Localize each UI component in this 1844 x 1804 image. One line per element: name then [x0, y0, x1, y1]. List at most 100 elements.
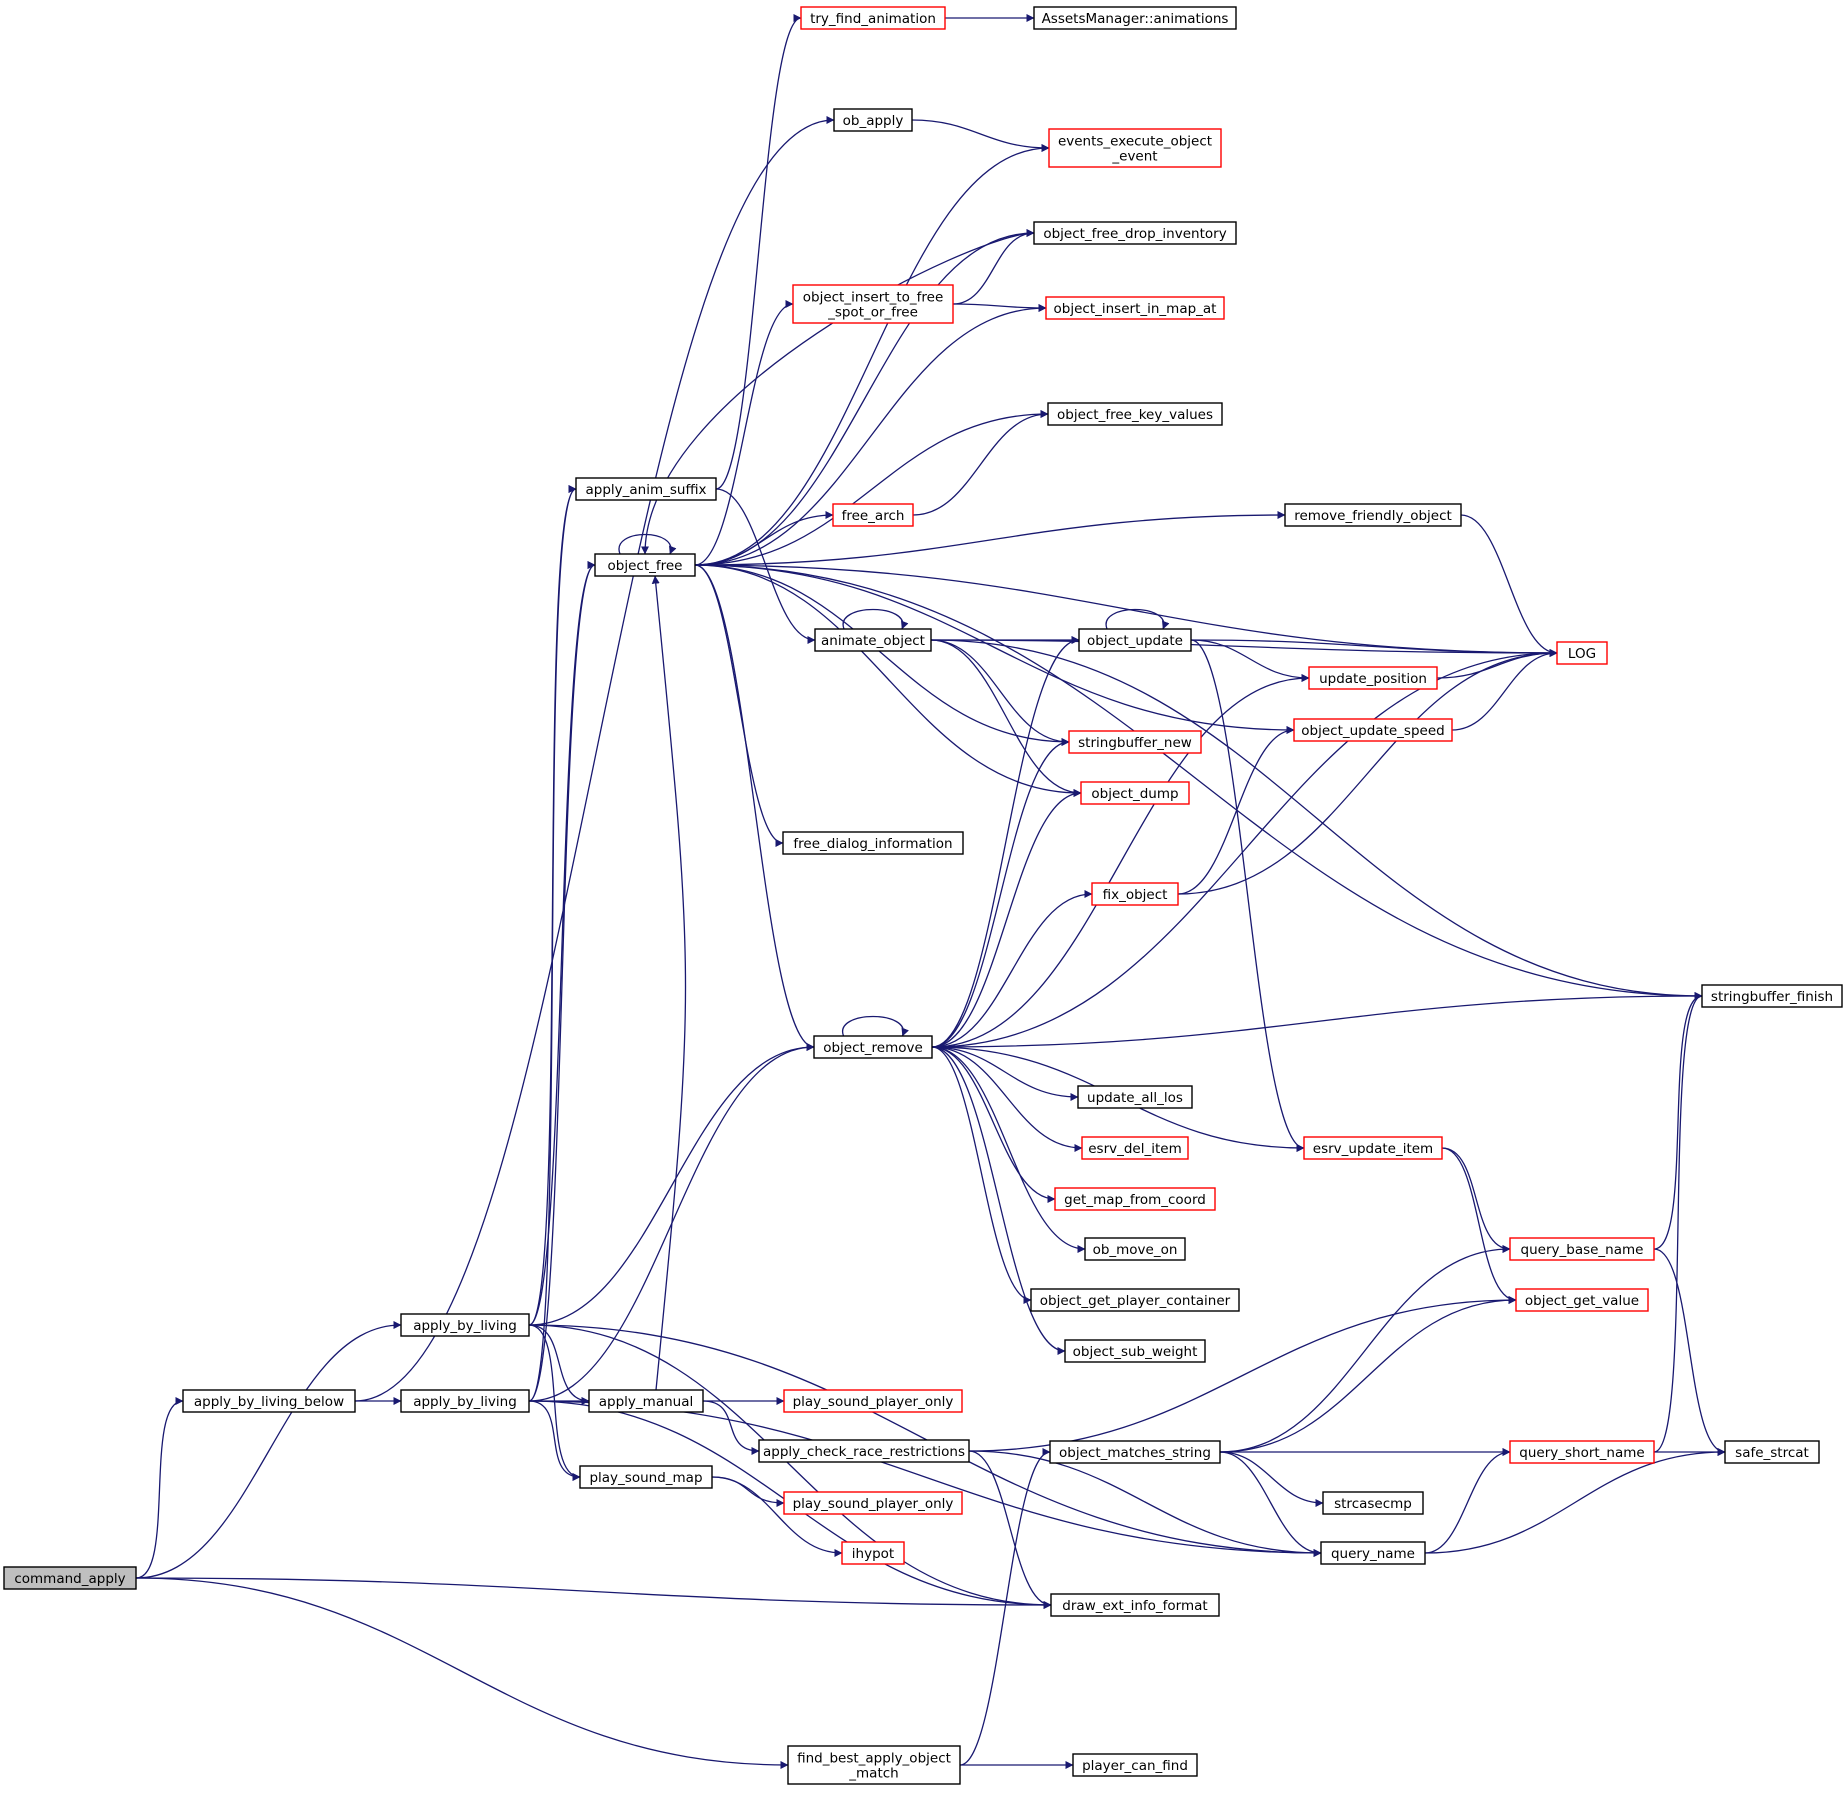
call-edge-path — [952, 229, 1035, 305]
node-object-update[interactable]: object_update — [1078, 628, 1192, 652]
node-animate-object[interactable]: animate_object — [814, 628, 932, 652]
node-ob-apply[interactable]: ob_apply — [833, 108, 913, 132]
node-player-can-find[interactable]: player_can_find — [1072, 1753, 1198, 1777]
node-query-base-name[interactable]: query_base_name — [1509, 1237, 1655, 1261]
node-label: object_update_speed — [1301, 723, 1444, 739]
node-object-matches-string[interactable]: object_matches_string — [1049, 1440, 1221, 1464]
node-safe-strcat[interactable]: safe_strcat — [1724, 1440, 1820, 1464]
node-query-short-name[interactable]: query_short_name — [1509, 1440, 1655, 1464]
node-label: object_matches_string — [1059, 1445, 1211, 1461]
node-label: object_free_key_values — [1057, 407, 1213, 423]
node-object-update-speed[interactable]: object_update_speed — [1293, 718, 1453, 742]
call-edge — [931, 738, 1070, 1048]
call-edge-path — [931, 1046, 1032, 1304]
call-edge — [1653, 992, 1703, 1250]
call-edge-path — [968, 1450, 1322, 1557]
call-edge — [135, 1321, 402, 1579]
node-play-sound-player-only-a[interactable]: play_sound_player_only — [783, 1389, 963, 1413]
call-edge-path — [931, 738, 1070, 1048]
call-edge — [1460, 514, 1558, 657]
call-edge — [931, 1046, 1032, 1304]
node-fix-object[interactable]: fix_object — [1091, 882, 1179, 906]
node-label: play_sound_map — [589, 1470, 702, 1486]
node-get-map-from-coord[interactable]: get_map_from_coord — [1054, 1187, 1216, 1211]
node-apply-check-race-restrictions[interactable]: apply_check_race_restrictions — [758, 1439, 970, 1463]
node-apply-anim-suffix[interactable]: apply_anim_suffix — [575, 477, 717, 501]
node-ihypot[interactable]: ihypot — [841, 1541, 905, 1565]
call-edge-path — [1441, 1147, 1511, 1253]
call-edge-path — [694, 511, 834, 566]
node-object-insert-to-free-spot-or-free[interactable]: object_insert_to_free_spot_or_free — [792, 284, 954, 324]
node-box — [1078, 628, 1192, 652]
call-edge-path — [1653, 992, 1703, 1250]
call-edge-path — [528, 1324, 1322, 1557]
node-try-find-animation[interactable]: try_find_animation — [800, 6, 946, 30]
node-ob-move-on[interactable]: ob_move_on — [1084, 1237, 1186, 1261]
call-edge-path — [959, 1448, 1051, 1766]
node-label: _spot_or_free — [827, 305, 918, 321]
call-edge — [931, 636, 1080, 1048]
call-edge-path — [618, 533, 677, 555]
call-edge-path — [135, 1321, 402, 1579]
call-edge-path — [694, 410, 1049, 566]
node-object-get-player-container[interactable]: object_get_player_container — [1030, 1288, 1240, 1312]
node-layer: command_applyapply_by_living_belowapply_… — [3, 6, 1843, 1785]
node-object-free[interactable]: object_free — [594, 553, 696, 577]
node-object-get-value[interactable]: object_get_value — [1515, 1288, 1649, 1312]
node-apply-manual[interactable]: apply_manual — [588, 1389, 704, 1413]
node-assetsmanager-animations[interactable]: AssetsManager::animations — [1033, 6, 1237, 30]
node-object-dump[interactable]: object_dump — [1080, 781, 1190, 805]
node-object-free-drop-inventory[interactable]: object_free_drop_inventory — [1033, 221, 1237, 245]
call-edge — [135, 1577, 1052, 1609]
node-update-all-los[interactable]: update_all_los — [1077, 1085, 1193, 1109]
call-edge-path — [694, 564, 1295, 734]
node-object-sub-weight[interactable]: object_sub_weight — [1064, 1339, 1206, 1363]
node-box — [787, 1745, 961, 1785]
node-apply-by-living-below[interactable]: apply_by_living_below — [182, 1389, 356, 1413]
node-find-best-apply-object-match[interactable]: find_best_apply_object_match — [787, 1745, 961, 1785]
node-events-execute-object-event[interactable]: events_execute_object_event — [1048, 128, 1222, 168]
node-box — [783, 1389, 963, 1413]
call-edge — [528, 1324, 1052, 1609]
node-update-position[interactable]: update_position — [1308, 666, 1438, 690]
call-edge — [1424, 1448, 1511, 1554]
node-stringbuffer-new[interactable]: stringbuffer_new — [1068, 730, 1202, 754]
node-box — [800, 6, 946, 30]
node-box — [400, 1313, 530, 1337]
node-remove-friendly-object[interactable]: remove_friendly_object — [1284, 503, 1462, 527]
node-label: apply_by_living_below — [194, 1394, 344, 1410]
call-edge-path — [1219, 1245, 1511, 1453]
node-draw-ext-info-format[interactable]: draw_ext_info_format — [1050, 1593, 1220, 1617]
call-edge — [1219, 1451, 1324, 1507]
node-apply-by-living-b[interactable]: apply_by_living — [400, 1389, 530, 1413]
node-free-dialog-information[interactable]: free_dialog_information — [782, 831, 964, 855]
call-edge — [1177, 726, 1295, 895]
call-edge — [931, 649, 1558, 1048]
call-edge-path — [694, 564, 1703, 1000]
node-object-free-key-values[interactable]: object_free_key_values — [1047, 402, 1223, 426]
call-edge — [618, 533, 677, 555]
call-edge — [694, 410, 1049, 566]
node-box — [1293, 718, 1453, 742]
node-esrv-del-item[interactable]: esrv_del_item — [1081, 1136, 1189, 1160]
node-esrv-update-item[interactable]: esrv_update_item — [1303, 1136, 1443, 1160]
call-edge — [959, 1448, 1051, 1766]
node-stringbuffer-finish[interactable]: stringbuffer_finish — [1701, 984, 1843, 1008]
node-label: object_update — [1087, 633, 1183, 649]
node-object-remove[interactable]: object_remove — [813, 1035, 933, 1059]
call-edge — [528, 1400, 581, 1481]
call-edge — [135, 1577, 789, 1769]
call-edge — [702, 1400, 760, 1455]
node-query-name[interactable]: query_name — [1320, 1541, 1426, 1565]
node-free-arch[interactable]: free_arch — [832, 503, 914, 527]
call-edge-path — [711, 1476, 843, 1557]
call-edge — [912, 410, 1049, 516]
call-edge — [1219, 1245, 1511, 1453]
node-object-insert-in-map-at[interactable]: object_insert_in_map_at — [1045, 296, 1225, 320]
call-edge — [842, 608, 909, 630]
node-log[interactable]: LOG — [1556, 641, 1608, 665]
node-strcasecmp[interactable]: strcasecmp — [1322, 1491, 1424, 1515]
node-play-sound-player-only-b[interactable]: play_sound_player_only — [783, 1491, 963, 1515]
node-play-sound-map[interactable]: play_sound_map — [579, 1465, 713, 1489]
node-apply-by-living-a[interactable]: apply_by_living — [400, 1313, 530, 1337]
